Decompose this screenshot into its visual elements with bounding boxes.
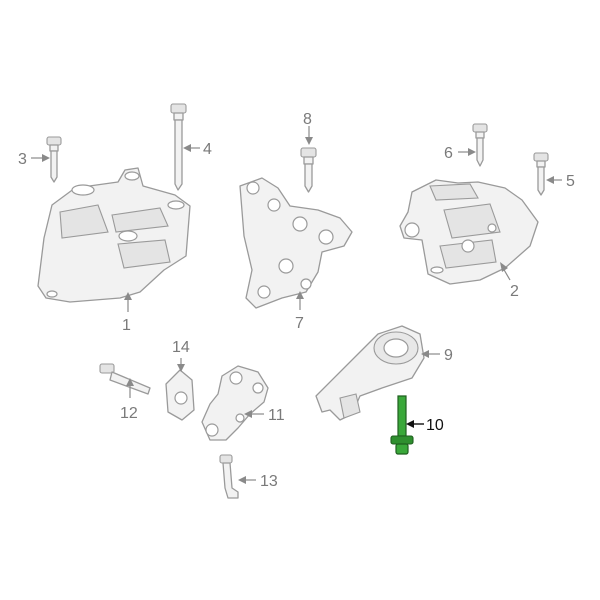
callout-label-13: 13 [260,473,278,490]
part-7-bracket[interactable] [239,177,353,310]
part-13-bolt[interactable] [219,454,256,499]
part-2-mount[interactable] [399,179,539,285]
callout-label-9: 9 [444,347,453,364]
callout-label-6: 6 [444,145,453,162]
callout-label-1: 1 [122,317,131,334]
part-4-bolt[interactable] [170,103,200,191]
callout-label-12: 12 [120,405,138,422]
part-5-bolt[interactable] [533,152,562,196]
part-10-bolt-highlighted[interactable] [390,395,424,455]
callout-label-7: 7 [295,315,304,332]
part-1-mount[interactable] [37,167,191,312]
callout-label-2: 2 [510,283,519,300]
callout-label-4: 4 [203,141,212,158]
part-6-bolt[interactable] [458,123,488,167]
callout-label-11: 11 [268,407,285,424]
callout-label-5: 5 [566,173,575,190]
part-3-bolt[interactable] [31,136,62,183]
callout-label-10: 10 [426,417,444,434]
part-9-strut[interactable] [315,325,440,421]
part-11-bracket[interactable] [201,365,269,441]
callout-label-3: 3 [18,151,27,168]
part-8-bolt[interactable] [300,126,317,193]
part-14-shield[interactable] [165,358,195,421]
callout-label-14: 14 [172,339,190,356]
part-12-bolt[interactable] [99,363,151,398]
callout-label-8: 8 [303,111,312,128]
